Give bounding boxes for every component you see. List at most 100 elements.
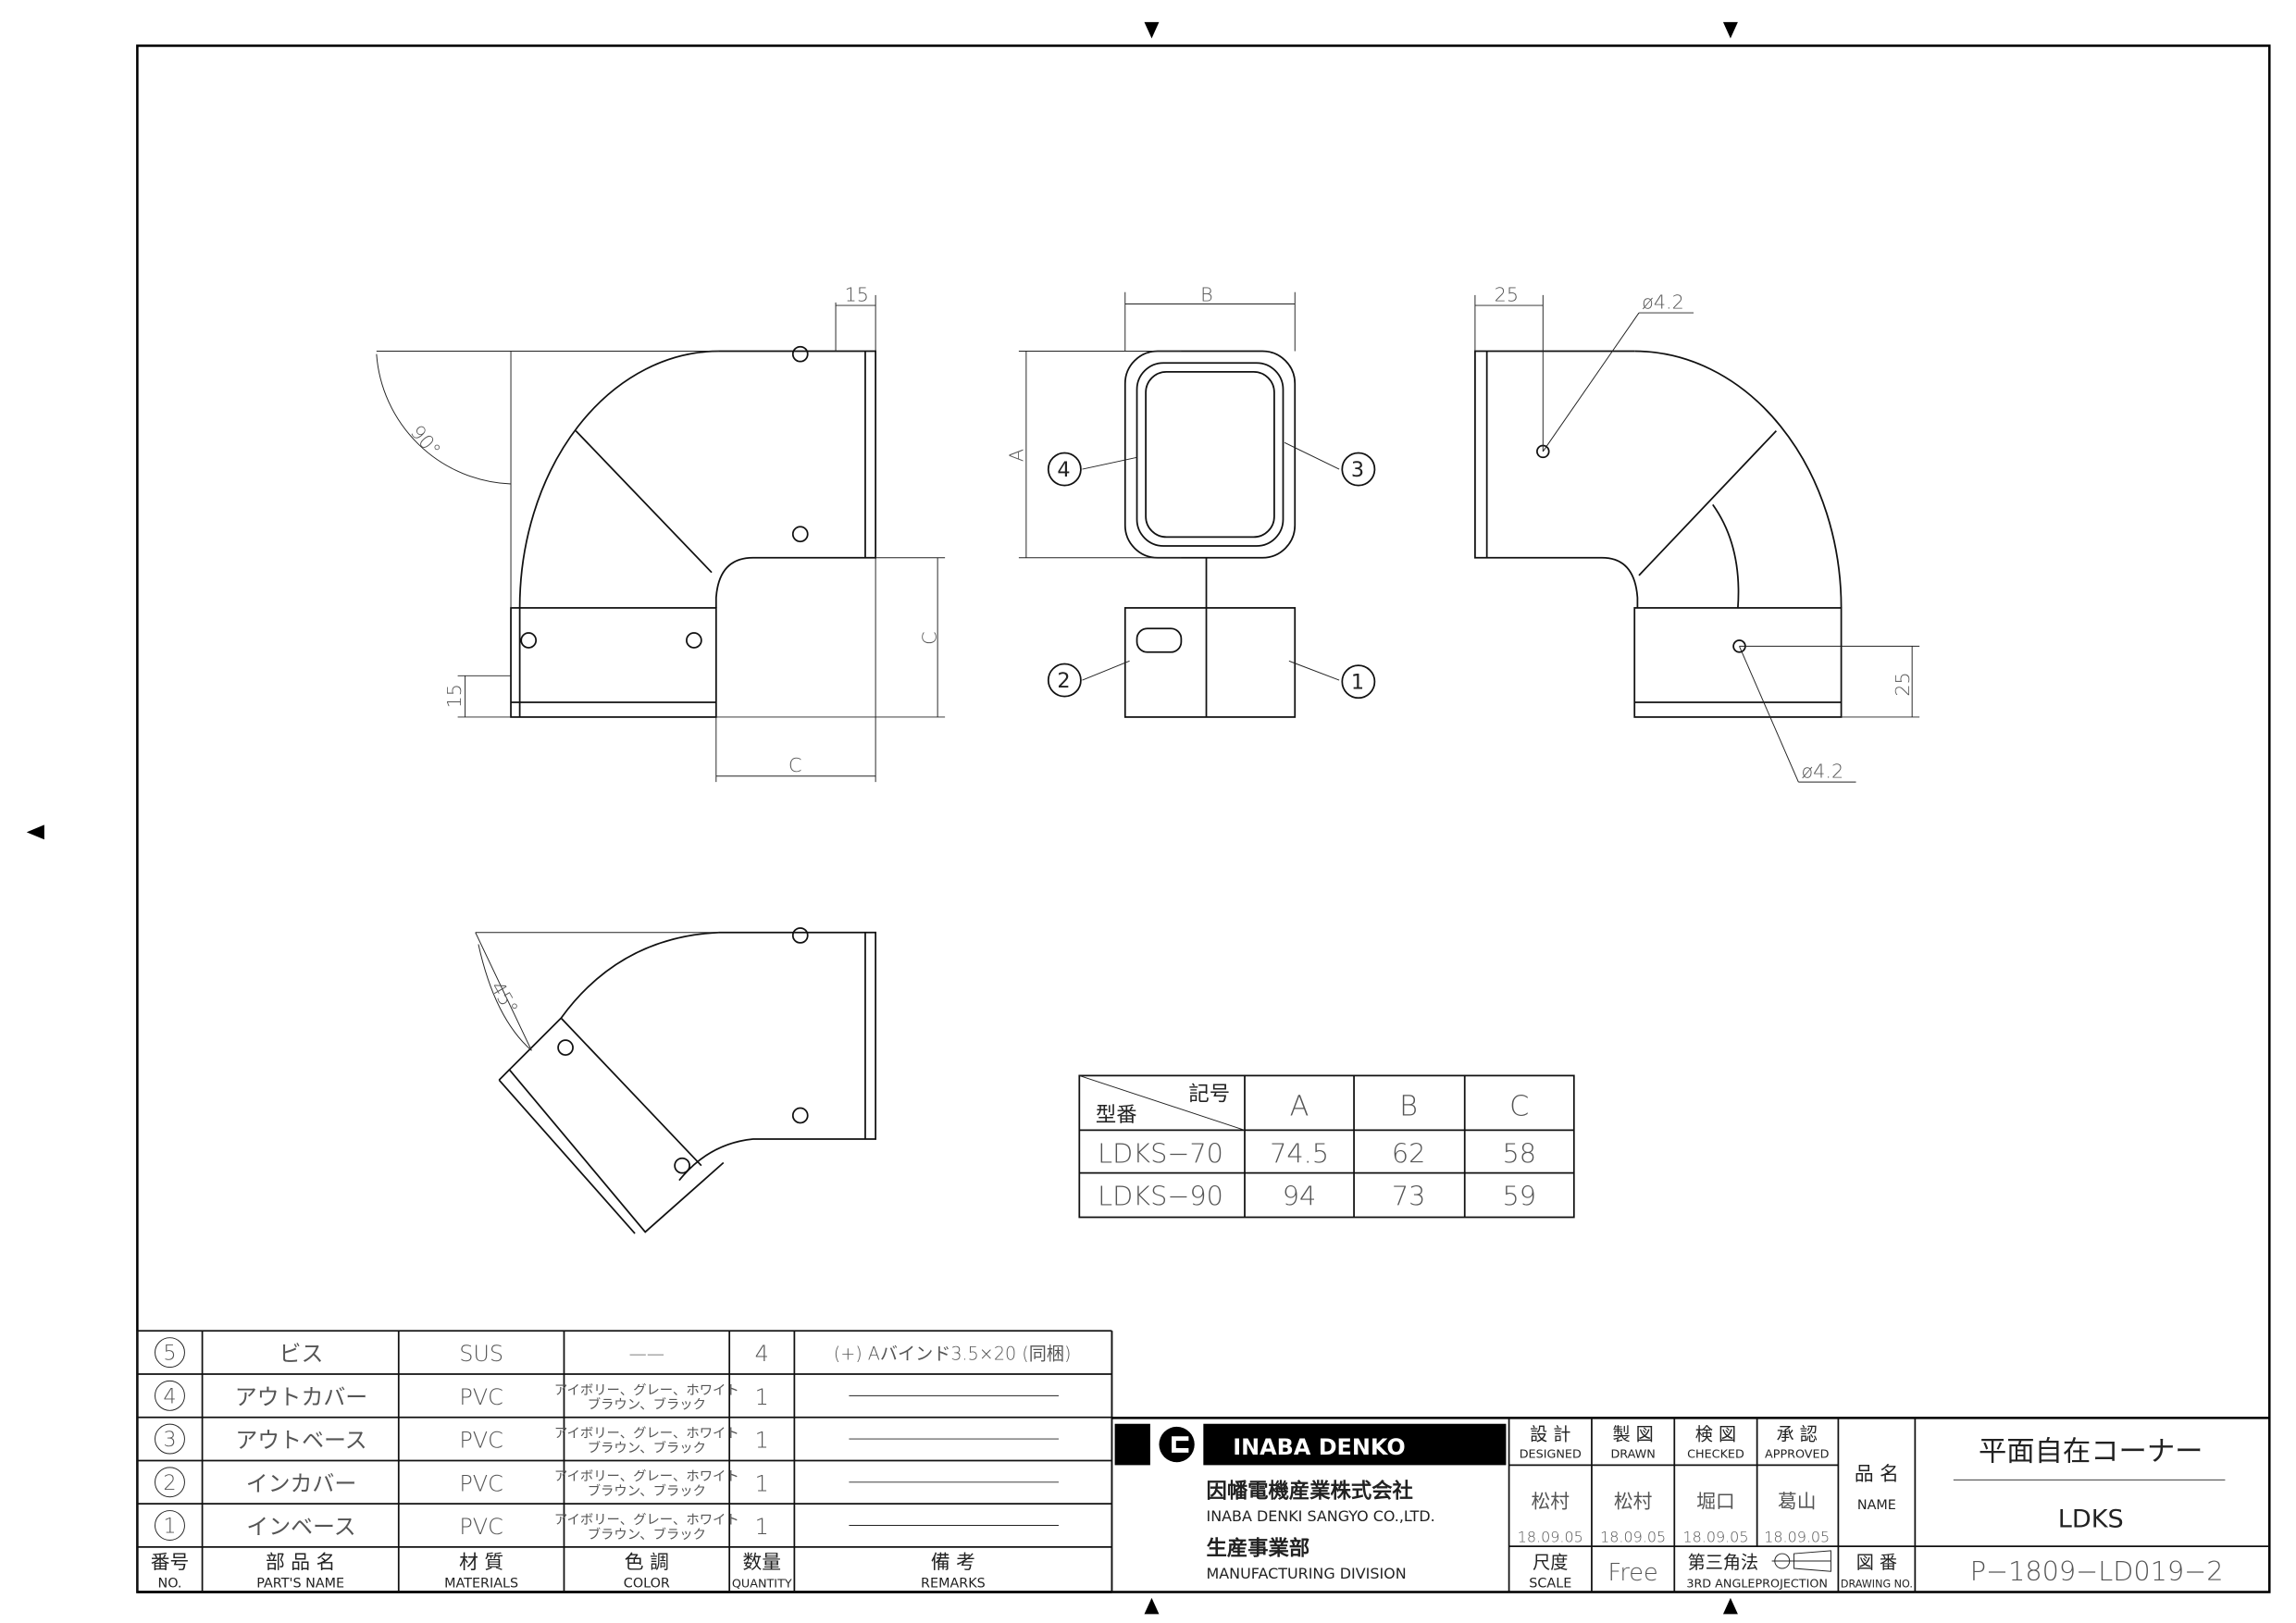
company-ja: 因幡電機産業株式会社 — [1207, 1478, 1413, 1503]
dim-angle-45: 45° — [486, 978, 522, 1019]
division-ja: 生産事業部 — [1207, 1536, 1310, 1561]
role-name: 松村 — [1614, 1491, 1653, 1513]
front-view-90: 15 90° C C 15 — [376, 283, 946, 783]
drawing-no-en: DRAWING NO. — [1841, 1579, 1913, 1591]
row-model: LDKS−90 — [1098, 1181, 1223, 1212]
dim-phi-top: ø4.2 — [1642, 291, 1684, 313]
projection-ja: 第三角法 — [1688, 1552, 1759, 1573]
part-material: PVC — [459, 1384, 503, 1410]
part-name: ビス — [279, 1341, 324, 1367]
center-marker-top-2 — [1722, 21, 1738, 39]
dim-b: B — [1200, 283, 1213, 305]
role-date: 18.09.05 — [1682, 1528, 1748, 1545]
header-model: 型番 — [1096, 1103, 1137, 1127]
part-number-circle — [155, 1510, 185, 1541]
part-name: インカバー — [246, 1470, 357, 1496]
role-name: 松村 — [1532, 1491, 1570, 1513]
company-en: INABA DENKI SANGYO CO.,LTD. — [1207, 1507, 1435, 1525]
callout-4: 4 — [1047, 452, 1082, 487]
view-45: 45° — [475, 927, 877, 1234]
header-ja: 材 質 — [459, 1551, 503, 1573]
header-en: PART'S NAME — [256, 1577, 344, 1592]
part-name: アウトカバー — [235, 1384, 367, 1410]
part-number-circle — [155, 1380, 185, 1411]
col-b: B — [1399, 1090, 1418, 1122]
header-en: QUANTITY — [732, 1578, 792, 1592]
callout-2: 2 — [1047, 663, 1082, 698]
part-material: PVC — [459, 1514, 503, 1540]
role-en: DRAWN — [1610, 1447, 1655, 1461]
callout-3: 3 — [1341, 452, 1376, 487]
role-ja: 製 図 — [1612, 1423, 1653, 1444]
role-date: 18.09.05 — [1764, 1528, 1830, 1545]
part-color1: アイボリー、グレー、ホワイト — [554, 1425, 739, 1441]
rear-view: 25 ø4.2 25 ø4.2 — [1474, 283, 1920, 783]
role-date: 18.09.05 — [1600, 1528, 1666, 1545]
header-ja: 部 品 名 — [266, 1551, 335, 1573]
role-en: APPROVED — [1765, 1447, 1830, 1461]
part-name: アウトベース — [235, 1428, 366, 1454]
row-value: 58 — [1502, 1138, 1536, 1170]
header-en: MATERIALS — [444, 1577, 518, 1592]
product-code: LDKS — [2058, 1505, 2124, 1533]
scale-en: SCALE — [1529, 1577, 1571, 1592]
callout-2-label: 2 — [1057, 669, 1070, 693]
part-no: 2 — [163, 1471, 176, 1495]
dim-15-top: 15 — [845, 283, 869, 305]
dim-c-horizontal: C — [788, 754, 801, 776]
part-color2: ブラウン、ブラック — [588, 1439, 706, 1456]
col-c: C — [1509, 1090, 1529, 1122]
name-label-en: NAME — [1857, 1498, 1896, 1513]
header-ja: 色 調 — [625, 1551, 669, 1573]
dimension-table: 記号 型番 A B C LDKS−70 74.5 62 58 LDKS−90 9… — [1078, 1074, 1575, 1219]
part-qty: 4 — [755, 1341, 769, 1367]
part-qty: 1 — [755, 1384, 769, 1410]
division-en: MANUFACTURING DIVISION — [1207, 1565, 1407, 1582]
part-no: 4 — [163, 1384, 176, 1408]
part-qty: 1 — [755, 1428, 769, 1454]
row-value: 74.5 — [1270, 1138, 1329, 1170]
center-marker-left — [26, 824, 44, 840]
center-marker-top-1 — [1144, 21, 1160, 39]
logo-banner — [1203, 1423, 1507, 1466]
dim-c-vertical: C — [919, 631, 941, 644]
dim-25-top: 25 — [1495, 283, 1519, 305]
part-material: SUS — [459, 1341, 503, 1367]
part-color2: ブラウン、ブラック — [588, 1526, 706, 1542]
role-name: 堀口 — [1696, 1491, 1734, 1513]
dim-a: A — [1006, 449, 1028, 462]
header-ja: 番号 — [151, 1551, 189, 1573]
part-remarks: (+) Aバインド3.5×20 (同梱) — [834, 1344, 1072, 1365]
part-material: PVC — [459, 1470, 503, 1496]
dim-15-left: 15 — [443, 684, 465, 708]
callout-1: 1 — [1341, 664, 1376, 700]
header-en: REMARKS — [921, 1577, 986, 1592]
part-number-circle — [155, 1467, 185, 1498]
parts-list: 5 ビス SUS —— 4 (+) Aバインド3.5×20 (同梱) 4 アウトカバー PVC ア… — [136, 1330, 1113, 1593]
part-color1: アイボリー、グレー、ホワイト — [554, 1382, 739, 1398]
part-color2: ブラウン、ブラック — [588, 1396, 706, 1413]
part-color1: —— — [629, 1344, 664, 1365]
title-block: INABA DENKO 因幡電機産業株式会社 INABA DENKI SANGY… — [1111, 1417, 2270, 1592]
header-ja: 数量 — [743, 1551, 781, 1573]
scale-ja: 尺度 — [1533, 1552, 1568, 1573]
header-en: COLOR — [624, 1577, 670, 1592]
row-value: 94 — [1283, 1181, 1317, 1212]
part-no: 5 — [163, 1342, 176, 1366]
callout-3-label: 3 — [1351, 458, 1364, 482]
part-qty: 1 — [755, 1514, 769, 1540]
header-symbol: 記号 — [1188, 1083, 1230, 1107]
row-value: 73 — [1392, 1181, 1426, 1212]
part-qty: 1 — [755, 1470, 769, 1496]
sheet-border — [136, 44, 2271, 1593]
part-number-circle — [155, 1423, 185, 1455]
dim-phi-bottom: ø4.2 — [1802, 760, 1844, 782]
role-ja: 設 計 — [1530, 1423, 1570, 1444]
scale-value: Free — [1608, 1559, 1658, 1587]
role-en: CHECKED — [1687, 1447, 1744, 1461]
side-view: B A 4 3 2 1 — [1006, 283, 1376, 718]
part-no: 3 — [163, 1428, 176, 1452]
part-color1: アイボリー、グレー、ホワイト — [554, 1468, 739, 1484]
logo-text: INABA DENKO — [1233, 1434, 1405, 1460]
